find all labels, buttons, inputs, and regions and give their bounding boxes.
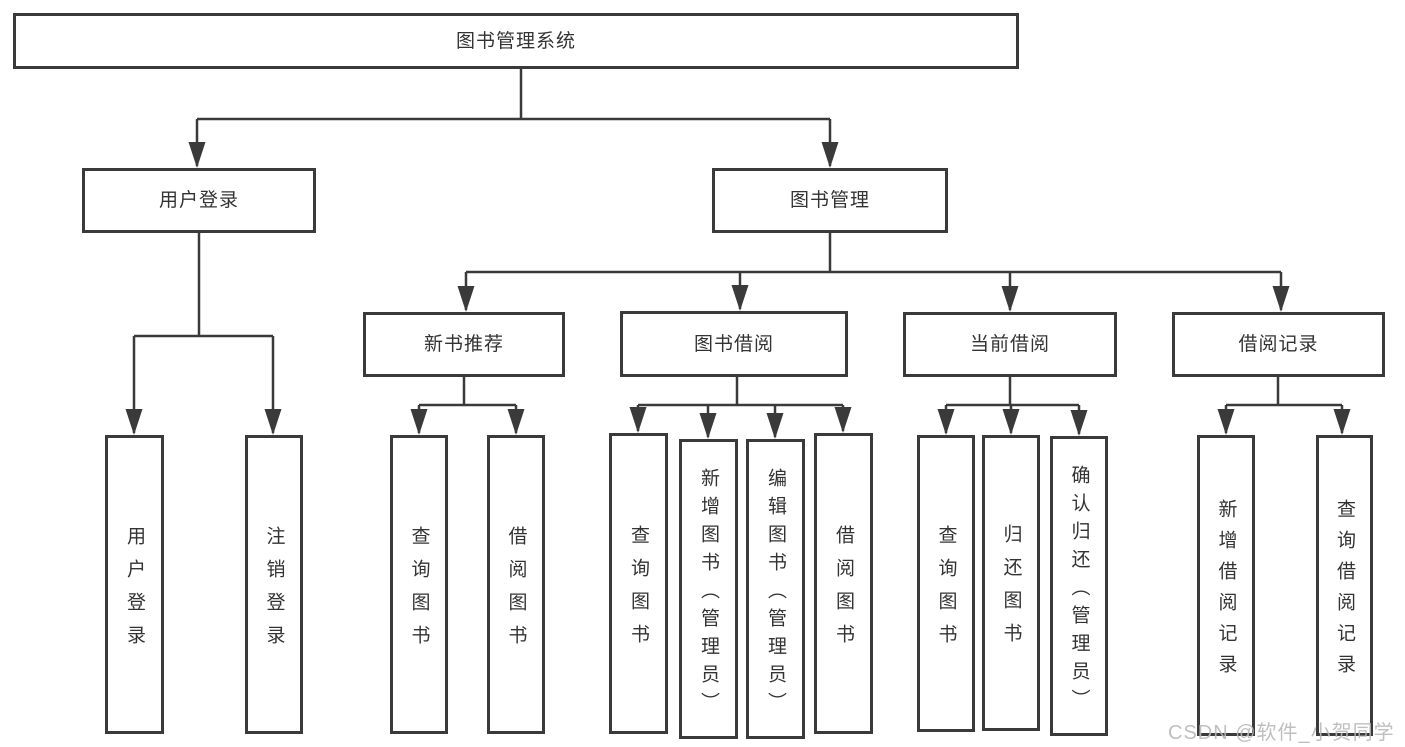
node-book-borrow-label: 图书借阅 <box>693 333 774 355</box>
node-borrow-records-label: 借阅记录 <box>1238 334 1319 355</box>
leaf-user-login: 用户登录 <box>105 435 164 734</box>
node-user-login-label: 用户登录 <box>158 190 239 211</box>
node-current-borrow-label: 当前借阅 <box>969 334 1050 355</box>
node-book-management: 图书管理 <box>712 168 948 233</box>
leaf-query-borrow-record: 查询借阅记录 <box>1316 435 1373 736</box>
node-root-label: 图书管理系统 <box>455 30 576 52</box>
leaf-confirm-return-admin: 确认归还（管理员） <box>1050 436 1108 736</box>
leaf-return-books: 归还图书 <box>982 435 1040 731</box>
leaf-query-books-borrow: 查询图书 <box>609 433 668 734</box>
leaf-query-books-recommend: 查询图书 <box>390 435 448 734</box>
leaf-query-books-current: 查询图书 <box>917 435 975 732</box>
watermark: CSDN @软件_小贺同学 <box>1168 722 1395 744</box>
node-current-borrow: 当前借阅 <box>903 312 1117 377</box>
node-book-management-label: 图书管理 <box>789 190 870 211</box>
node-user-login: 用户登录 <box>82 168 316 233</box>
node-book-borrow: 图书借阅 <box>620 311 848 377</box>
leaf-add-book-admin: 新增图书（管理员） <box>679 439 738 739</box>
leaf-logout: 注销登录 <box>245 435 303 734</box>
node-new-book-recommend: 新书推荐 <box>363 312 565 377</box>
node-root: 图书管理系统 <box>13 13 1019 69</box>
leaf-borrow-books-borrow: 借阅图书 <box>814 433 873 734</box>
node-new-book-recommend-label: 新书推荐 <box>423 334 504 355</box>
leaf-borrow-books-recommend: 借阅图书 <box>487 435 545 734</box>
leaf-add-borrow-record: 新增借阅记录 <box>1197 435 1255 736</box>
node-borrow-records: 借阅记录 <box>1172 312 1385 377</box>
leaf-edit-book-admin: 编辑图书（管理员） <box>746 439 805 739</box>
